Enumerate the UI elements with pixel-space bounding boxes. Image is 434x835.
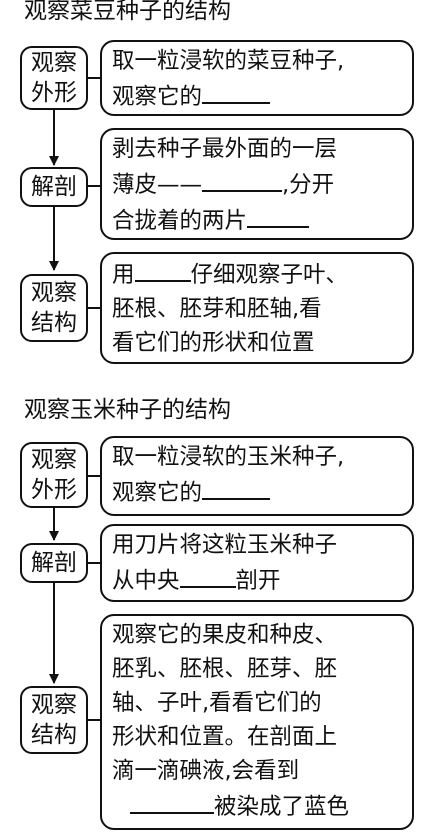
bean-step-outer-box: 取一粒浸软的菜豆种子, 观察它的 [100,40,414,116]
corn-step3-line4: 形状和位置。在剖面上 [112,724,338,750]
bean-step2-line1: 剥去种子最外面的一层 [112,136,338,162]
label-line: 观察 [31,692,77,718]
bean-step2-line2a: 薄皮—— [112,172,203,198]
corn-blank-outer[interactable] [202,474,271,500]
bean-label-observe-structure: 观察 结构 [20,274,88,342]
bean-step3-line1a: 用 [112,262,135,288]
bean-step-structure-box: 用 仔细观察子叶、 胚根、胚芽和胚轴,看 看它们的形状和位置 [100,252,414,364]
bean-step1-line2: 观察它的 [112,84,203,110]
corn-step3-line3: 轴、子叶,看看它们的 [112,690,322,716]
bean-step1-line1: 取一粒浸软的菜豆种子, [112,48,345,74]
label-line: 外形 [31,477,77,503]
bean-step-dissect-box: 剥去种子最外面的一层 薄皮—— ,分开 合拢着的两片 [100,128,414,240]
label-line: 解剖 [31,550,77,576]
label-line: 结构 [31,722,77,748]
corn-step2-line2b: 剖开 [235,568,281,594]
corn-step2-line2a: 从中央 [112,568,180,594]
corn-label-observe-structure: 观察 结构 [20,686,88,754]
corn-step-dissect-box: 用刀片将这粒玉米种子 从中央 剖开 [100,524,414,602]
corn-step3-line2: 胚乳、胚根、胚芽、胚 [112,656,338,682]
bean-step3-line2: 胚根、胚芽和胚轴,看 [112,296,322,322]
label-line: 解剖 [31,174,77,200]
corn-step3-line6: 被染成了蓝色 [214,794,350,820]
label-line: 结构 [31,310,77,336]
corn-step-outer-box: 取一粒浸软的玉米种子, 观察它的 [100,436,414,516]
corn-step1-line1: 取一粒浸软的玉米种子, [112,444,345,470]
corn-step1-line2: 观察它的 [112,480,203,506]
bean-step3-line1b: 仔细观察子叶、 [190,262,349,288]
bean-blank-cotyledon[interactable] [247,202,310,228]
bean-label-dissect: 解剖 [20,167,88,207]
bean-section-title: 观察菜豆种子的结构 [24,0,231,24]
bean-blank-outer[interactable] [202,78,271,104]
label-line: 观察 [31,280,77,306]
bean-step2-line2b: ,分开 [282,172,335,198]
bean-step3-line3: 看它们的形状和位置 [112,330,315,356]
bean-blank-tool[interactable] [134,256,191,282]
bean-step2-line3: 合拢着的两片 [112,208,248,234]
label-line: 观察 [31,447,77,473]
corn-label-dissect: 解剖 [20,543,88,583]
corn-blank-endosperm[interactable] [130,788,214,814]
corn-step3-line1: 观察它的果皮和种皮、 [112,622,338,648]
bean-blank-seed-coat[interactable] [202,166,283,192]
corn-step3-line5: 滴一滴碘液,会看到 [112,758,300,784]
corn-step2-line1: 用刀片将这粒玉米种子 [112,532,338,558]
corn-label-observe-outer: 观察 外形 [20,442,88,508]
corn-blank-direction[interactable] [179,562,236,588]
corn-step-structure-box: 观察它的果皮和种皮、 胚乳、胚根、胚芽、胚 轴、子叶,看看它们的 形状和位置。在… [100,614,414,830]
label-line: 观察 [31,50,77,76]
label-line: 外形 [31,80,77,106]
bean-label-observe-outer: 观察 外形 [20,46,88,110]
corn-section-title: 观察玉米种子的结构 [24,397,231,423]
